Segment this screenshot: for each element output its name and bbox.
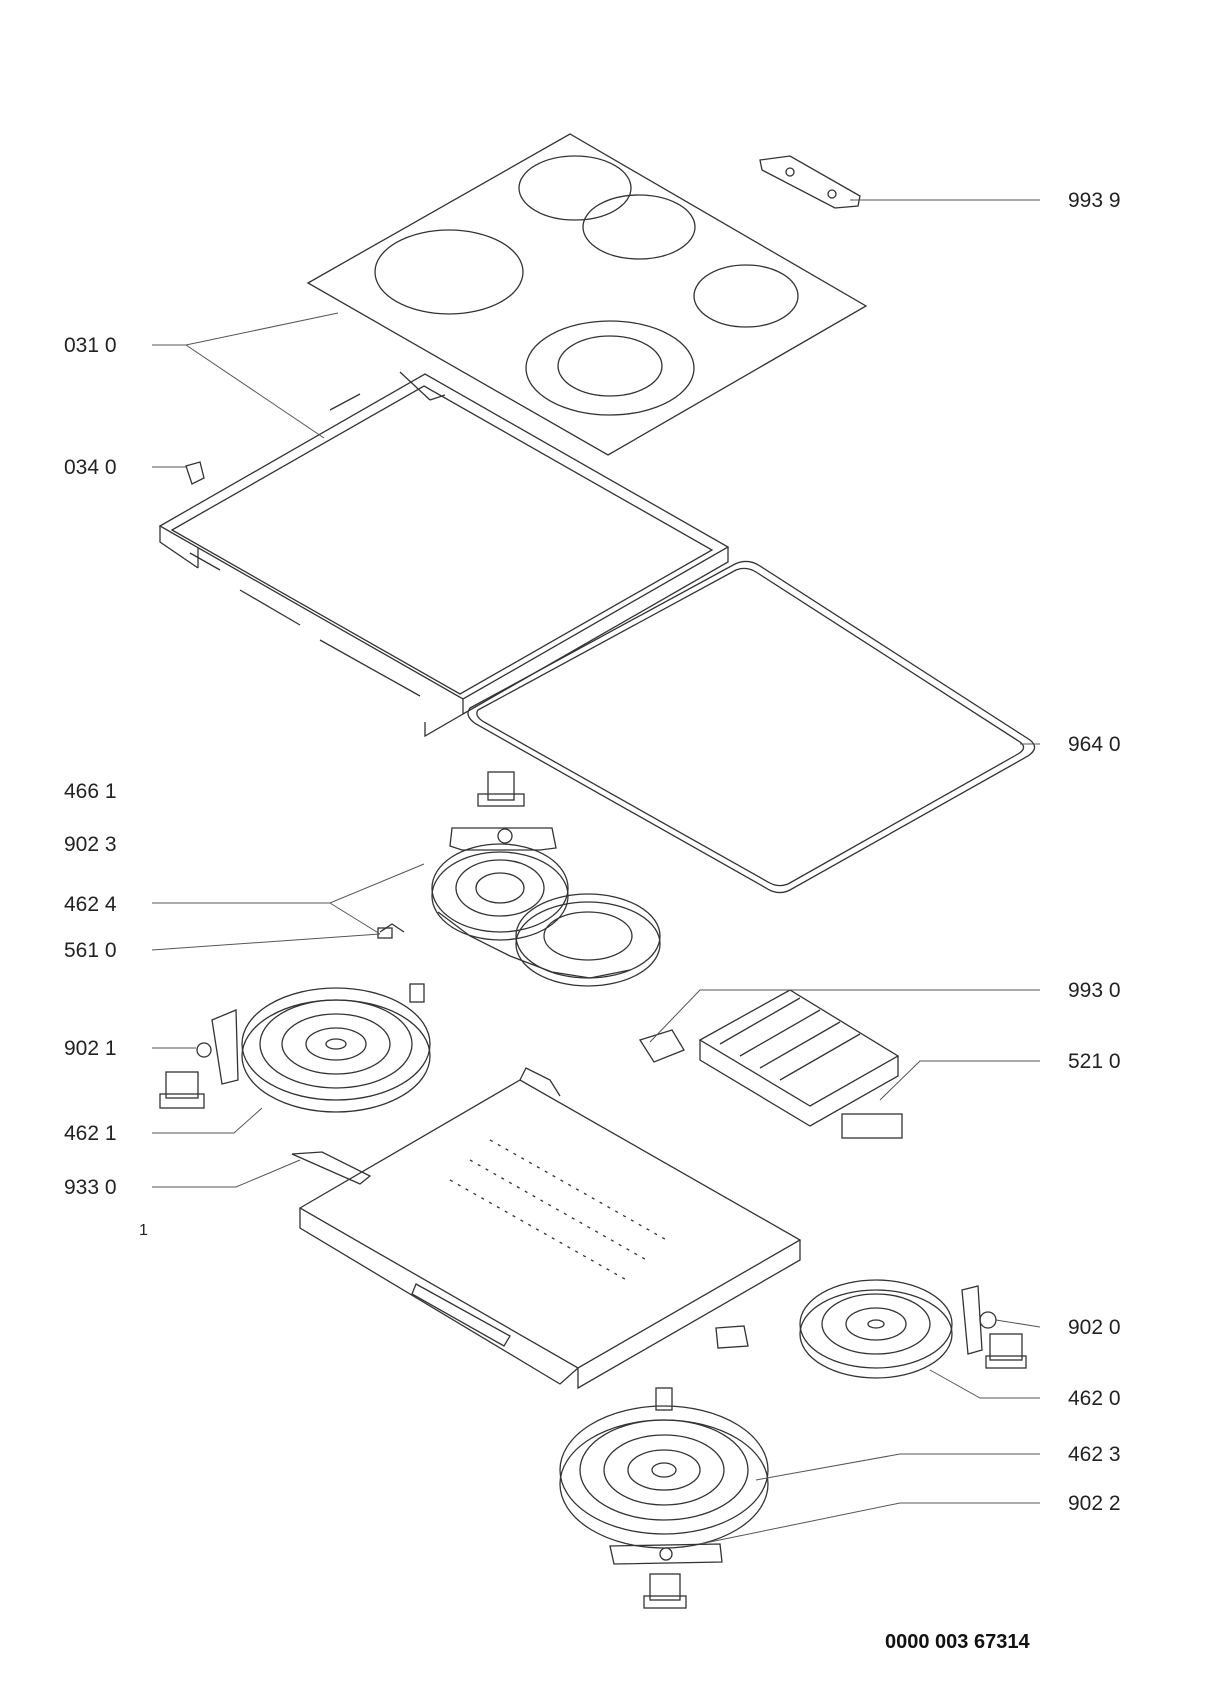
- label-466-1: 466 1: [64, 780, 117, 803]
- mounting-clip: [638, 1029, 685, 1063]
- label-034-0: 034 0: [64, 456, 117, 479]
- label-561-0: 561 0: [64, 939, 117, 962]
- label-902-3: 902 3: [64, 833, 117, 856]
- base-tray: [298, 1067, 802, 1390]
- large-heating-element: [559, 1387, 769, 1549]
- label-993-0: 993 0: [1068, 979, 1121, 1002]
- left-bracket-and-limiter: [159, 1009, 239, 1109]
- sensor-clip: [291, 1151, 372, 1185]
- label-462-3: 462 3: [1068, 1443, 1121, 1466]
- label-462-4: 462 4: [64, 893, 117, 916]
- bottom-bracket-and-limiter: [609, 1543, 723, 1609]
- clip-part: [185, 461, 205, 485]
- terminal-box: [698, 989, 903, 1139]
- ceramic-glass-top: [306, 133, 868, 456]
- round-heating-element-left: [241, 987, 431, 1113]
- label-902-0: 902 0: [1068, 1316, 1121, 1339]
- label-933-0: 933 0: [64, 1176, 117, 1199]
- label-902-2: 902 2: [1068, 1492, 1121, 1515]
- dual-oval-heating-element: [431, 843, 661, 987]
- small-connector-parts: [377, 923, 425, 1003]
- label-902-1: 902 1: [64, 1037, 117, 1060]
- label-521-0: 521 0: [1068, 1050, 1121, 1073]
- top-bracket: [759, 155, 861, 209]
- label-462-1: 462 1: [64, 1122, 117, 1145]
- label-993-9: 993 9: [1068, 189, 1121, 212]
- label-964-0: 964 0: [1068, 733, 1121, 756]
- label-031-0: 031 0: [64, 334, 117, 357]
- leader-lines: [151, 199, 1041, 1545]
- figure-number: 0000 003 67314: [885, 1631, 1030, 1653]
- limiter-and-bracket: [449, 771, 557, 851]
- seal-gasket: [467, 560, 1036, 894]
- cooktop-frame: [158, 371, 730, 738]
- round-heating-element-right: [799, 1279, 953, 1379]
- page-marker: 1: [139, 1222, 148, 1239]
- right-bracket-and-limiter: [715, 1285, 1027, 1369]
- label-462-0: 462 0: [1068, 1387, 1121, 1410]
